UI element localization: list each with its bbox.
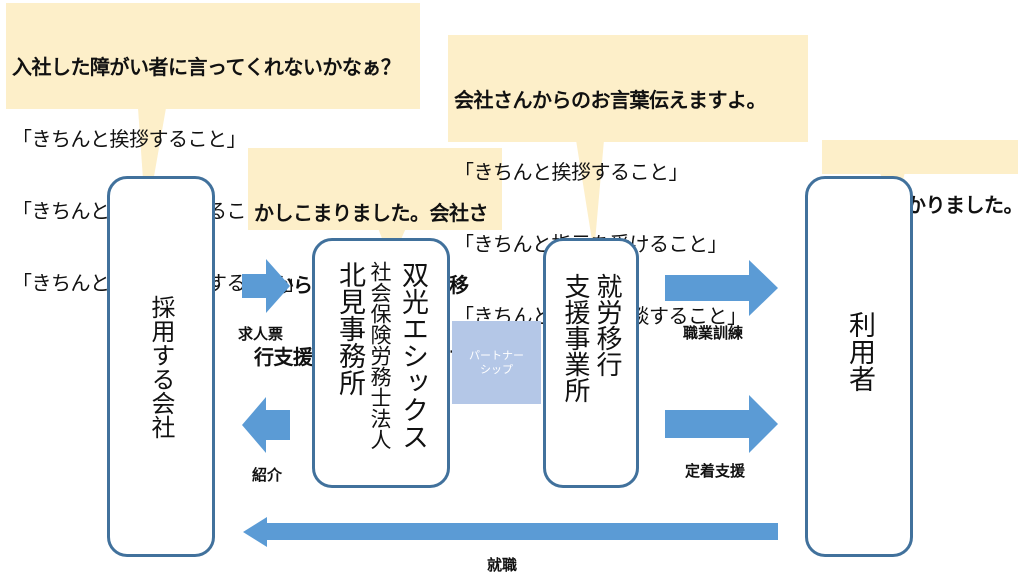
- soukou-ethics-node: 双光エシックス 社会保険労務士法人 北見事務所: [312, 238, 450, 488]
- support-office-speech-bubble: 会社さんからのお言葉伝えますよ。 「きちんと挨拶すること」 「きちんと指示を受け…: [448, 35, 808, 328]
- user-label: 利用者: [844, 311, 875, 392]
- bubble-line: 会社さんからのお言葉伝えますよ。: [454, 88, 767, 112]
- referral-arrow: [242, 397, 290, 453]
- bubble-line: かしこまりました。会社さ: [254, 201, 489, 225]
- bubble-line: 「きちんと挨拶すること」: [454, 160, 689, 184]
- hiring-company-node: 採用する会社: [107, 176, 215, 557]
- employment-label: 就職: [487, 556, 518, 574]
- support-office-line2: 支援事業所: [560, 273, 590, 403]
- company-speech-bubble: 入社した障がい者に言ってくれないかなぁ？ 「きちんと挨拶すること」 「きちんと指…: [6, 3, 420, 295]
- employment-arrow: [243, 517, 778, 547]
- referral-label: 紹介: [252, 466, 283, 484]
- partnership-line2: シップ: [480, 362, 513, 376]
- retention-support-arrow: [665, 395, 778, 453]
- soukou-name: 双光エシックス: [397, 261, 428, 450]
- user-node: 利用者: [805, 176, 913, 557]
- bubble-line: 入社した障がい者に言ってくれないかなぁ？: [12, 55, 401, 79]
- retention-support-label: 定着支援: [685, 462, 746, 480]
- hiring-company-label: 採用する会社: [147, 294, 175, 439]
- employment-support-office-node: 就労移行 支援事業所: [543, 238, 639, 488]
- partnership-line1: パートナー: [469, 348, 524, 362]
- support-office-line1: 就労移行: [592, 273, 622, 377]
- soukou-corp-type: 社会保険労務士法人: [368, 261, 392, 450]
- soukou-office: 北見事務所: [334, 261, 365, 396]
- job-offer-label: 求人票: [238, 325, 284, 343]
- vocational-training-label: 職業訓練: [683, 324, 744, 342]
- bubble-line: 「きちんと挨拶すること」: [12, 127, 247, 151]
- user-speech-bubble: はい、わかりました。: [822, 140, 1024, 217]
- partnership-box: パートナー シップ: [452, 321, 541, 404]
